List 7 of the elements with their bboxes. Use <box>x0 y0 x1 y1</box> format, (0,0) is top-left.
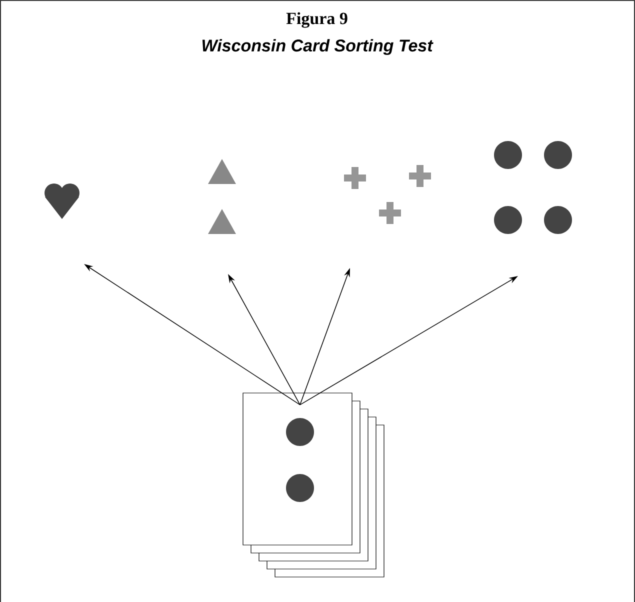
subtitle: Wisconsin Card Sorting Test <box>202 39 434 55</box>
circles-drawing <box>494 141 572 234</box>
triangles-drawing <box>208 159 236 234</box>
crosses-drawing <box>344 165 431 224</box>
card-deck-drawing <box>242 392 384 578</box>
figure-title: Figura 9 <box>286 12 348 28</box>
heart-drawing <box>44 184 80 219</box>
